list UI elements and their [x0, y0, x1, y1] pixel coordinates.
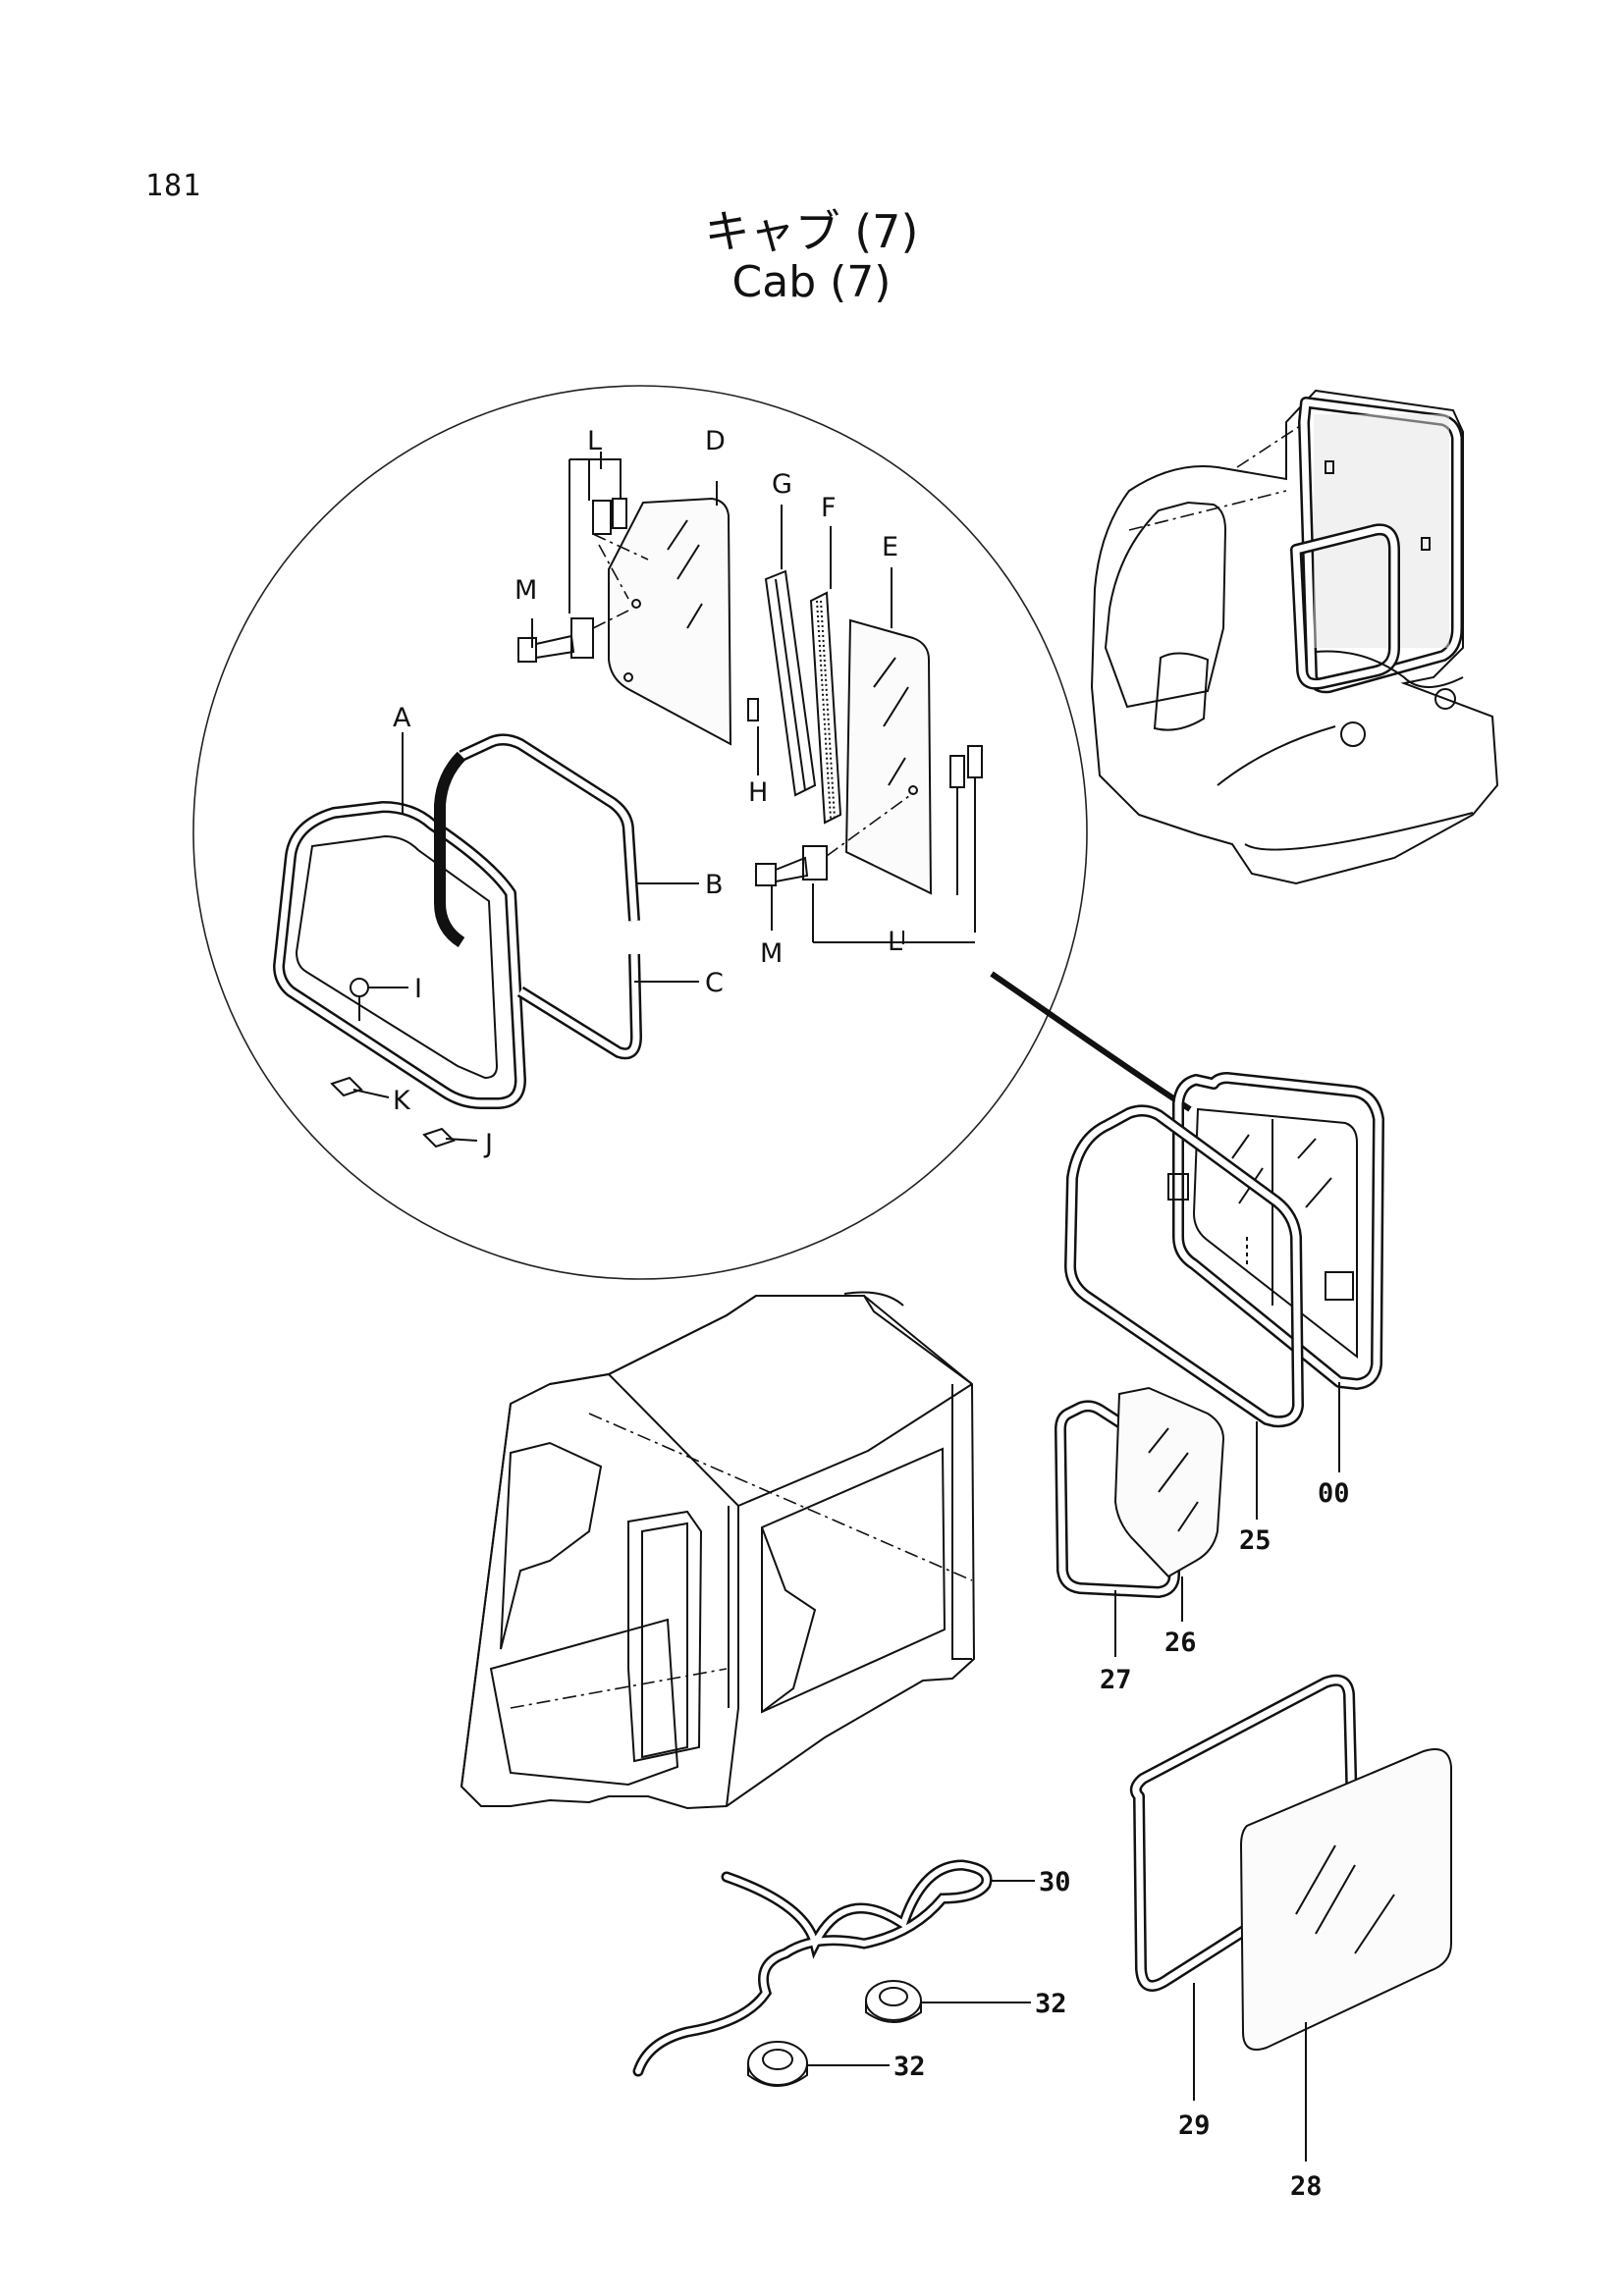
- callout-letter-m-lower: M: [760, 938, 783, 969]
- callout-number-28: 28: [1290, 2171, 1323, 2202]
- bolt-m-upper: [517, 610, 629, 663]
- grommet-part-32-lower: [747, 2041, 890, 2087]
- callout-letter-d: D: [705, 426, 726, 456]
- callout-letter-i: I: [414, 974, 422, 1004]
- seal-b-part: [434, 733, 640, 948]
- grommet-part-32-upper: [865, 1980, 1031, 2023]
- callout-letter-j: J: [483, 1129, 493, 1159]
- stopper-j-part: [422, 1127, 456, 1148]
- door-frame-a: [273, 801, 526, 1109]
- callout-letter-l-upper: L: [587, 426, 602, 456]
- clip-h-part: [747, 698, 759, 721]
- latch-bracket-l-upper: [568, 458, 649, 614]
- window-glass-28: [1239, 1748, 1452, 2162]
- page-title-japanese: キャブ (7): [704, 205, 919, 258]
- cab-frame: [460, 1291, 976, 1810]
- strip-g-part: [764, 569, 817, 797]
- glass-d-part: [608, 497, 732, 746]
- hose-part-30: [632, 1859, 1035, 2077]
- callout-letter-e: E: [882, 532, 898, 562]
- callout-letter-h: H: [748, 777, 768, 808]
- callout-number-29: 29: [1178, 2110, 1211, 2141]
- callout-letter-b: B: [705, 870, 724, 900]
- callout-letter-a: A: [393, 703, 411, 733]
- callout-letter-g: G: [772, 469, 792, 500]
- page-number: 181: [145, 169, 202, 203]
- glass-e-part: [844, 618, 933, 895]
- seal-c-part: [516, 953, 642, 1060]
- callout-letter-c: C: [705, 968, 724, 998]
- callout-letter-f: F: [821, 493, 837, 523]
- callout-number-30: 30: [1039, 1867, 1071, 1897]
- door-glass-assembly: [1055, 1072, 1384, 1657]
- latch-bracket-l-lower: [812, 745, 983, 943]
- callout-number-00: 00: [1318, 1478, 1350, 1509]
- callout-letter-k: K: [393, 1086, 411, 1116]
- bolt-m-lower: [755, 792, 914, 886]
- callout-number-32-lower: 32: [893, 2052, 926, 2082]
- seal-f-part: [809, 591, 842, 825]
- callout-letter-m-upper: M: [514, 575, 537, 606]
- callout-leaders: [352, 452, 904, 1142]
- detail-magnifier-circle: [192, 385, 1192, 1280]
- callout-number-32-upper: 32: [1035, 1989, 1067, 2019]
- page-title-english: Cab (7): [731, 257, 892, 307]
- callout-number-25: 25: [1239, 1525, 1271, 1556]
- excavator-cab-overview: [1090, 389, 1499, 885]
- callout-letter-l-lower: L: [888, 927, 902, 957]
- callout-number-27: 27: [1100, 1665, 1132, 1695]
- callout-number-26: 26: [1164, 1628, 1197, 1658]
- latch-i-part: [350, 978, 369, 1021]
- stopper-k-part: [330, 1076, 363, 1097]
